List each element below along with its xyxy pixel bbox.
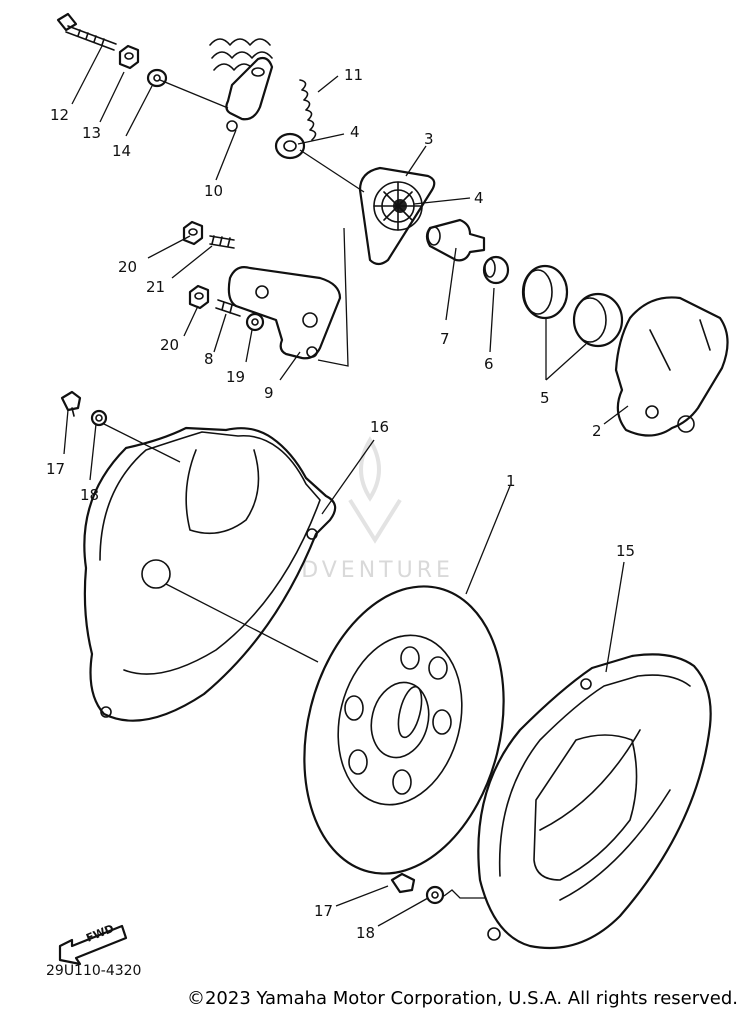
callout-19[interactable]: 19 bbox=[226, 368, 245, 386]
cap-6[interactable] bbox=[482, 255, 510, 285]
washer-18-lower[interactable] bbox=[425, 885, 445, 905]
callouts: 1 2 3 4 4 5 6 7 8 9 10 11 12 13 14 15 16… bbox=[46, 66, 635, 942]
callout-6[interactable]: 6 bbox=[484, 355, 494, 373]
callout-7[interactable]: 7 bbox=[440, 330, 450, 348]
copyright-notice: ©2023 Yamaha Motor Corporation, U.S.A. A… bbox=[186, 988, 738, 1009]
seal-4-upper[interactable] bbox=[274, 132, 306, 160]
callout-21[interactable]: 21 bbox=[146, 278, 165, 296]
washer-19[interactable] bbox=[245, 312, 265, 332]
callout-20-upper[interactable]: 20 bbox=[118, 258, 137, 276]
boots-5[interactable] bbox=[521, 264, 624, 348]
nut-20-lower[interactable] bbox=[188, 284, 210, 310]
spring-11[interactable] bbox=[299, 79, 317, 141]
callout-9[interactable]: 9 bbox=[264, 384, 274, 402]
bracket-9[interactable] bbox=[227, 266, 342, 360]
lever-10[interactable] bbox=[209, 38, 274, 132]
disc-1[interactable] bbox=[276, 565, 533, 895]
callout-8[interactable]: 8 bbox=[204, 350, 214, 368]
backplate-15[interactable] bbox=[477, 653, 712, 950]
callout-4-upper[interactable]: 4 bbox=[350, 123, 360, 141]
leader-lines bbox=[63, 45, 629, 927]
washer-14[interactable] bbox=[146, 68, 168, 88]
callout-5[interactable]: 5 bbox=[540, 389, 550, 407]
callout-3[interactable]: 3 bbox=[424, 130, 434, 148]
watermark-logo-icon bbox=[348, 436, 402, 544]
callout-16[interactable]: 16 bbox=[370, 418, 389, 436]
callout-13[interactable]: 13 bbox=[82, 124, 101, 142]
nut-13[interactable] bbox=[118, 44, 140, 70]
callout-14[interactable]: 14 bbox=[112, 142, 131, 160]
callout-18-lower[interactable]: 18 bbox=[356, 924, 375, 942]
bolt-12[interactable] bbox=[56, 12, 117, 51]
callout-4-lower[interactable]: 4 bbox=[474, 189, 484, 207]
fwd-arrow-icon: FWD bbox=[58, 922, 128, 966]
stud-8[interactable] bbox=[215, 299, 243, 317]
callout-17-upper[interactable]: 17 bbox=[46, 460, 65, 478]
callout-17-lower[interactable]: 17 bbox=[314, 902, 333, 920]
callout-18-upper[interactable]: 18 bbox=[80, 486, 99, 504]
drawing-code: 29U110-4320 bbox=[46, 963, 141, 979]
caliper-2[interactable] bbox=[614, 296, 729, 437]
callout-11[interactable]: 11 bbox=[344, 66, 363, 84]
cover-16[interactable] bbox=[83, 426, 337, 722]
callout-12[interactable]: 12 bbox=[50, 106, 69, 124]
callout-15[interactable]: 15 bbox=[616, 542, 635, 560]
housing-3[interactable] bbox=[358, 166, 436, 266]
callout-2[interactable]: 2 bbox=[592, 422, 602, 440]
callout-10[interactable]: 10 bbox=[204, 182, 223, 200]
stud-21[interactable] bbox=[209, 235, 235, 249]
callout-20-lower[interactable]: 20 bbox=[160, 336, 179, 354]
piston-7[interactable] bbox=[425, 218, 486, 262]
washer-18-upper[interactable] bbox=[90, 409, 108, 427]
callout-1[interactable]: 1 bbox=[506, 472, 516, 490]
bolt-17-upper[interactable] bbox=[60, 390, 82, 417]
nut-20-upper[interactable] bbox=[182, 220, 204, 246]
bolt-17-lower[interactable] bbox=[390, 872, 416, 894]
